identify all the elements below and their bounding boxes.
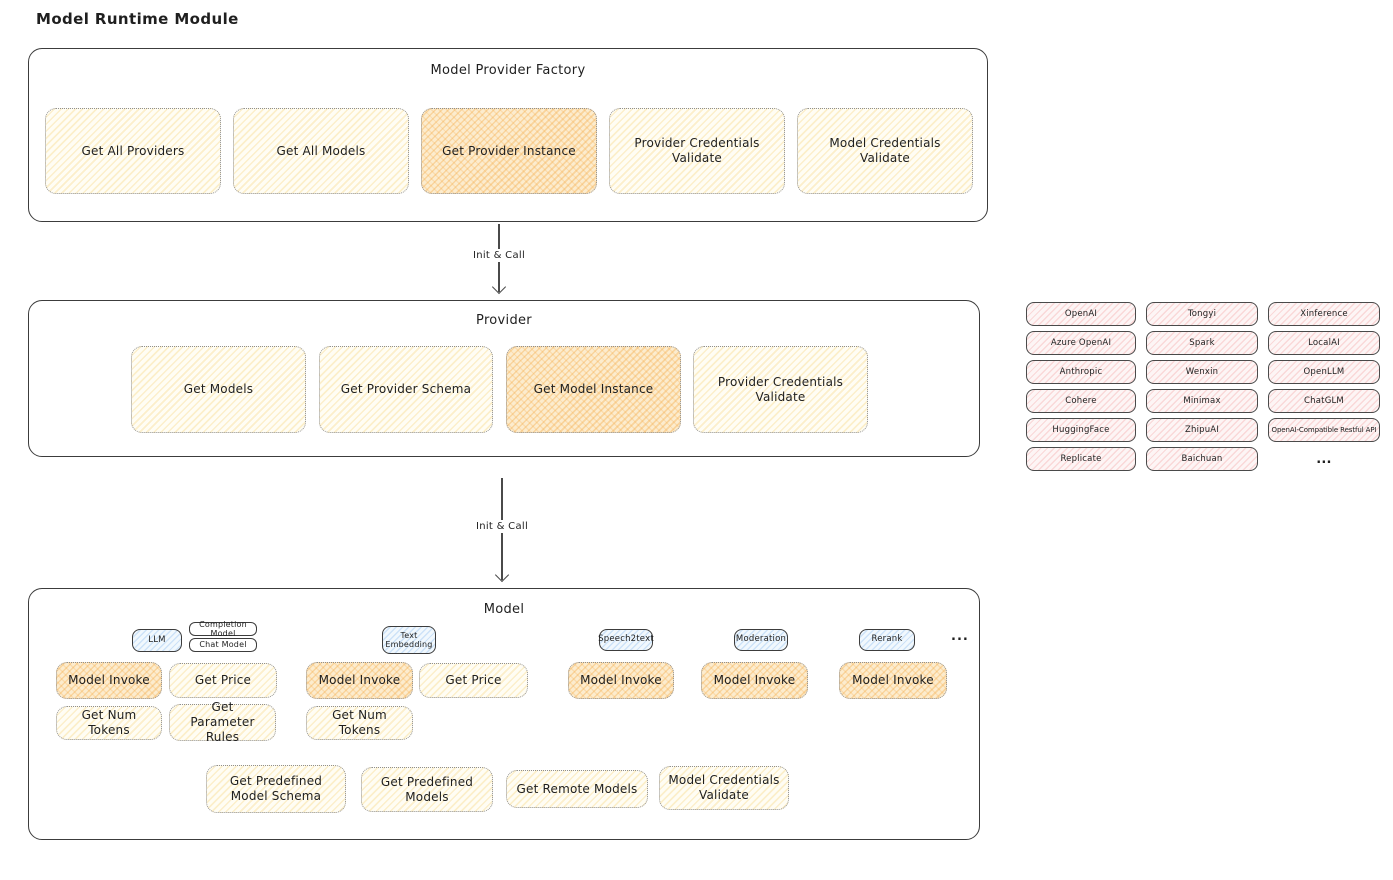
node-get-price-llm: Get Price (169, 663, 277, 698)
provider-cell: OpenAI-Compatible Restful API (1268, 418, 1380, 442)
node-model-invoke-moderation: Model Invoke (701, 662, 808, 699)
provider-cell: HuggingFace (1026, 418, 1136, 442)
node-model-invoke-rerank: Model Invoke (839, 662, 947, 699)
node-get-price-embedding: Get Price (419, 663, 528, 698)
provider-cell: Tongyi (1146, 302, 1258, 326)
node-get-num-tokens-llm: Get Num Tokens (56, 706, 162, 740)
tag-completion-model: Completion Model (189, 620, 257, 638)
providers-grid: OpenAI Tongyi Xinference Azure OpenAI Sp… (1026, 302, 1380, 471)
node-model-invoke-embedding: Model Invoke (306, 662, 413, 699)
provider-cell: ZhipuAI (1146, 418, 1258, 442)
node-get-num-tokens-embedding: Get Num Tokens (306, 706, 413, 740)
provider-cell: Xinference (1268, 302, 1380, 326)
provider-cell: OpenAI (1026, 302, 1136, 326)
tag-chat-model: Chat Model (189, 638, 257, 652)
provider-cell: Baichuan (1146, 447, 1258, 471)
page-title: Model Runtime Module (36, 10, 239, 28)
node-get-predefined-model-schema: Get Predefined Model Schema (206, 765, 346, 813)
node-provider-credentials-validate-2: Provider Credentials Validate (693, 346, 868, 433)
node-get-remote-models: Get Remote Models (506, 770, 648, 808)
model-title: Model (483, 602, 525, 617)
model-box: Model LLM Completion Model Chat Model Te… (28, 588, 980, 840)
tag-moderation: Moderation (734, 629, 788, 651)
init-call-label-1: Init & Call (467, 249, 531, 262)
provider-cell: Anthropic (1026, 360, 1136, 384)
node-get-model-instance: Get Model Instance (506, 346, 681, 433)
node-model-invoke-llm: Model Invoke (56, 662, 162, 699)
providers-more-ellipsis: ... (1316, 451, 1332, 467)
tags-more-ellipsis: ... (951, 629, 969, 644)
node-model-credentials-validate-2: Model Credentials Validate (659, 766, 789, 810)
node-get-provider-instance: Get Provider Instance (421, 108, 597, 194)
node-get-models: Get Models (131, 346, 306, 433)
node-get-all-models: Get All Models (233, 108, 409, 194)
provider-cell: Replicate (1026, 447, 1136, 471)
node-model-credentials-validate: Model Credentials Validate (797, 108, 973, 194)
provider-cell: OpenLLM (1268, 360, 1380, 384)
provider-cell: Cohere (1026, 389, 1136, 413)
factory-title: Model Provider Factory (430, 63, 586, 78)
node-get-predefined-models: Get Predefined Models (361, 767, 493, 812)
init-call-label-2: Init & Call (470, 520, 534, 533)
provider-cell: LocalAI (1268, 331, 1380, 355)
factory-box: Model Provider Factory Get All Providers… (28, 48, 988, 222)
node-get-provider-schema: Get Provider Schema (319, 346, 493, 433)
tag-llm: LLM (132, 629, 182, 652)
provider-cell: ChatGLM (1268, 389, 1380, 413)
provider-box: Provider Get Models Get Provider Schema … (28, 300, 980, 457)
node-get-all-providers: Get All Providers (45, 108, 221, 194)
tag-rerank: Rerank (859, 629, 915, 651)
tag-text-embedding: Text Embedding (382, 626, 436, 654)
provider-cell: Wenxin (1146, 360, 1258, 384)
provider-title: Provider (476, 313, 532, 328)
provider-cell: Azure OpenAI (1026, 331, 1136, 355)
node-provider-credentials-validate: Provider Credentials Validate (609, 108, 785, 194)
provider-cell: Minimax (1146, 389, 1258, 413)
tag-speech2text: Speech2text (598, 629, 654, 651)
node-model-invoke-speech2text: Model Invoke (568, 662, 674, 699)
node-get-parameter-rules: Get Parameter Rules (169, 700, 276, 744)
provider-cell: Spark (1146, 331, 1258, 355)
